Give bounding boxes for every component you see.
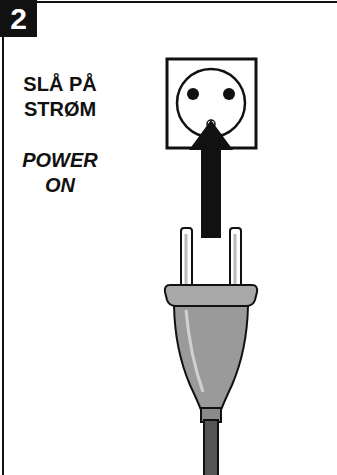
insert-arrow xyxy=(189,120,233,238)
frame-line xyxy=(2,36,4,475)
instruction-text: SLÅ PÅ STRØM xyxy=(14,72,106,122)
step-number-box: 2 xyxy=(0,0,37,37)
instruction-text: POWER ON xyxy=(18,148,102,198)
plug-symbol xyxy=(165,228,257,475)
frame-line xyxy=(36,1,337,3)
step-number: 2 xyxy=(10,4,27,34)
